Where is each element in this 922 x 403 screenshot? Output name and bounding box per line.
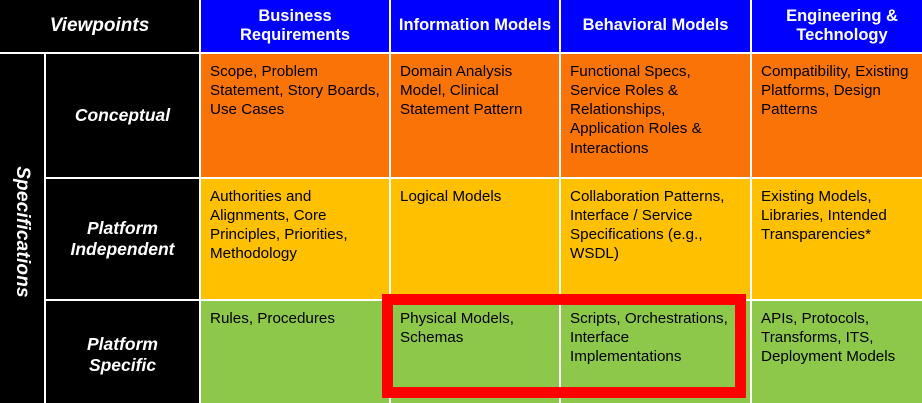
cell-text: Authorities and Alignments, Core Princip…: [210, 188, 348, 263]
column-header-information-models: Information Models: [391, 0, 559, 52]
cell-platform-independent-engineering-technology: Existing Models, Libraries, Intended Tra…: [752, 179, 922, 299]
cell-text: Rules, Procedures: [210, 310, 335, 327]
cell-conceptual-business-requirements: Scope, Problem Statement, Story Boards, …: [201, 54, 389, 177]
matrix-corner-header: Viewpoints: [0, 0, 199, 52]
cell-text: Compatibility, Existing Platforms, Desig…: [761, 63, 909, 119]
cell-conceptual-engineering-technology: Compatibility, Existing Platforms, Desig…: [752, 54, 922, 177]
column-header-label: Business Requirements: [239, 6, 351, 44]
cell-platform-specific-information-models: Physical Models, Schemas: [391, 301, 559, 403]
cell-platform-independent-behavioral-models: Collaboration Patterns, Interface / Serv…: [561, 179, 750, 299]
cell-platform-specific-behavioral-models: Scripts, Orchestrations, Interface Imple…: [561, 301, 750, 403]
viewpoints-axis-label: Viewpoints: [49, 15, 150, 36]
row-header-label: Conceptual: [74, 105, 171, 125]
row-header-platform-specific: Platform Specific: [46, 301, 199, 403]
cell-conceptual-information-models: Domain Analysis Model, Clinical Statemen…: [391, 54, 559, 177]
row-header-label: Platform Specific: [87, 334, 158, 375]
cell-platform-independent-business-requirements: Authorities and Alignments, Core Princip…: [201, 179, 389, 299]
column-header-label: Engineering & Technology: [786, 6, 898, 44]
column-header-behavioral-models: Behavioral Models: [561, 0, 750, 52]
row-header-conceptual: Conceptual: [46, 54, 199, 177]
cell-text: Physical Models, Schemas: [400, 310, 514, 347]
cell-platform-specific-business-requirements: Rules, Procedures: [201, 301, 389, 403]
cell-platform-independent-information-models: Logical Models: [391, 179, 559, 299]
cell-conceptual-behavioral-models: Functional Specs, Service Roles & Relati…: [561, 54, 750, 177]
cell-text: Domain Analysis Model, Clinical Statemen…: [400, 63, 523, 119]
cell-text: Scope, Problem Statement, Story Boards, …: [210, 63, 380, 119]
specifications-axis-label-container: Specifications: [0, 54, 44, 403]
column-header-label: Behavioral Models: [582, 16, 729, 35]
row-header-label: Platform Independent: [70, 218, 175, 259]
column-header-business-requirements: Business Requirements: [201, 0, 389, 52]
row-header-platform-independent: Platform Independent: [46, 179, 199, 299]
cell-text: Scripts, Orchestrations, Interface Imple…: [570, 310, 728, 366]
cell-text: Functional Specs, Service Roles & Relati…: [570, 63, 702, 157]
cell-text: Existing Models, Libraries, Intended Tra…: [761, 188, 887, 244]
cell-text: Collaboration Patterns, Interface / Serv…: [570, 188, 725, 263]
cell-text: Logical Models: [400, 188, 502, 205]
column-header-label: Information Models: [398, 16, 552, 35]
specifications-axis-label: Specifications: [12, 165, 33, 298]
column-header-engineering-technology: Engineering & Technology: [752, 0, 922, 52]
cell-platform-specific-engineering-technology: APIs, Protocols, Transforms, ITS, Deploy…: [752, 301, 922, 403]
cell-text: APIs, Protocols, Transforms, ITS, Deploy…: [761, 310, 896, 366]
